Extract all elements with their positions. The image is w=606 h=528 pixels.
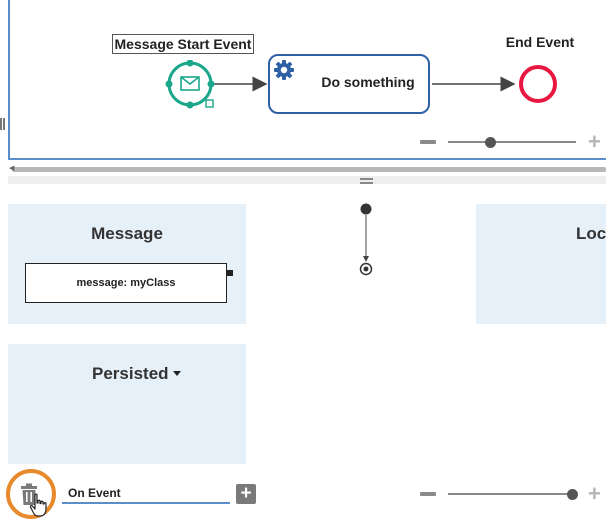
zoom-slider-track[interactable] [448,141,576,143]
local-panel [476,204,606,324]
delete-highlight-ring [6,469,56,519]
hand-cursor-icon [29,493,47,517]
persisted-panel [8,344,246,464]
envelope-icon [180,76,200,91]
gear-icon [274,60,294,80]
message-variable-field[interactable]: message: myClass [25,263,227,303]
message-start-event[interactable] [162,60,218,110]
resize-handle-bottom [186,101,194,109]
mini-flow-diagram [359,203,373,276]
event-name-input[interactable] [62,484,230,504]
resize-handle-right [207,80,215,88]
corner-handle [205,99,214,108]
local-panel-title: Loc [576,224,606,243]
splitter-grip-icon[interactable] [360,178,373,184]
pane-resize-handle[interactable] [0,118,5,130]
resize-handle-top [186,60,194,67]
trash-icon[interactable] [19,483,39,507]
horizontal-scrollbar[interactable] [12,167,606,172]
task-do-something[interactable] [268,54,430,114]
persisted-panel-title: Persisted [92,364,169,383]
pane-splitter[interactable] [8,176,606,184]
zoom-in-button[interactable]: + [588,481,601,506]
scroll-left-icon[interactable]: ◀ [9,165,15,172]
zoom-in-button[interactable]: + [588,129,601,154]
zoom-slider-track[interactable] [448,493,576,495]
end-event-label: End Event [505,34,575,50]
end-event[interactable] [516,64,560,108]
zoom-out-button[interactable] [420,492,436,496]
diagram-zoom-control: + [418,129,606,154]
plus-icon[interactable]: + [236,484,256,504]
caret-down-icon[interactable] [173,371,181,376]
resize-handle-left [165,80,173,88]
start-event-label[interactable]: Message Start Event [112,34,254,54]
task-label: Do something [321,74,415,90]
zoom-out-button[interactable] [420,140,436,144]
panel-zoom-control: + [418,481,606,506]
message-panel-title: Message [91,224,163,243]
mini-start-node [360,203,372,215]
message-output-port[interactable] [227,270,233,276]
zoom-slider-thumb[interactable] [566,489,578,500]
zoom-slider-thumb[interactable] [484,137,496,148]
